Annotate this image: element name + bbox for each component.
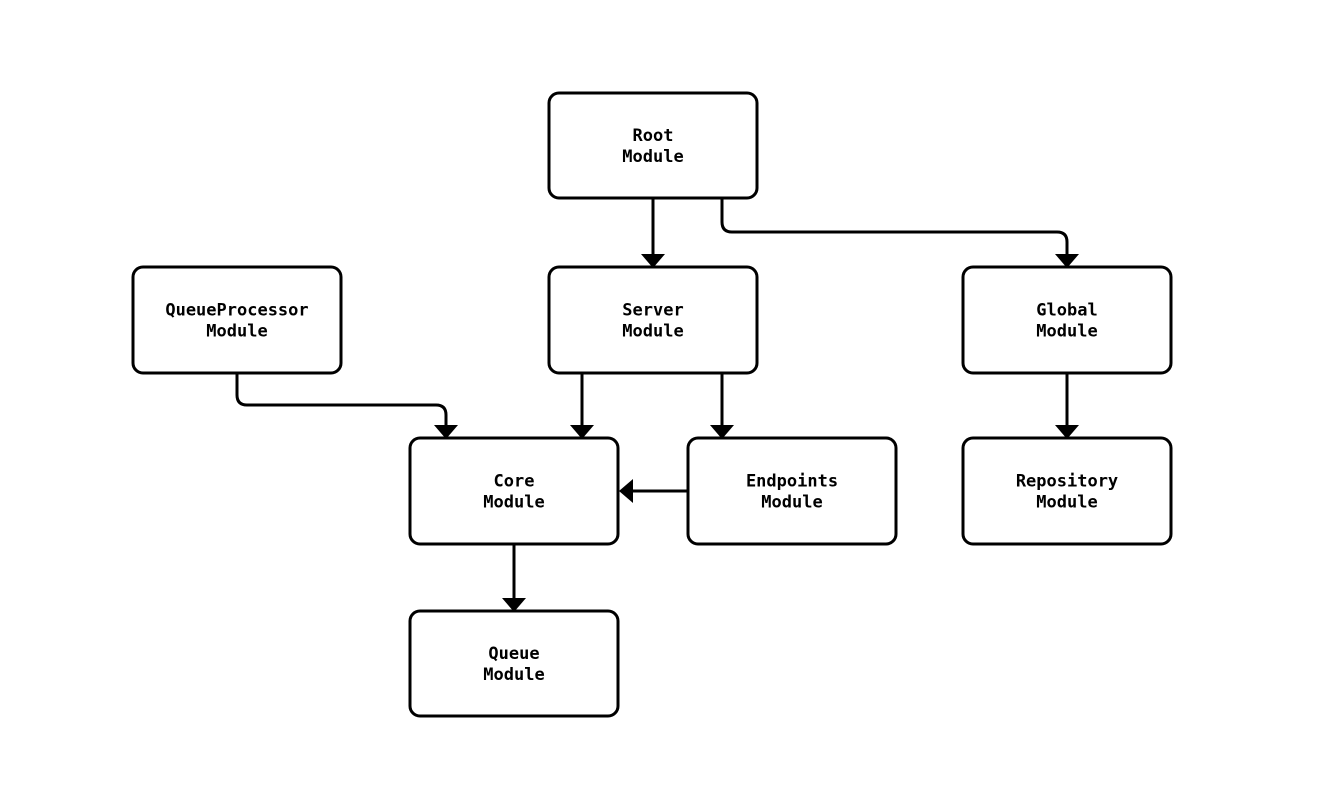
arrowhead-icon	[434, 425, 458, 439]
edge-line	[720, 198, 1069, 255]
arrowhead-icon	[1055, 425, 1079, 439]
edge-server-module-to-endpoints-module	[710, 373, 734, 439]
edge-root-module-to-server-module	[641, 198, 665, 268]
node-box	[961, 265, 1173, 375]
edge-line	[235, 373, 448, 426]
arrowhead-icon	[570, 425, 594, 439]
node-box	[131, 265, 343, 375]
node-box	[961, 436, 1173, 546]
node-box	[547, 91, 759, 200]
edge-core-module-to-queue-module	[502, 544, 526, 612]
edge-global-module-to-repository-module	[1055, 373, 1079, 439]
arrowhead-icon	[641, 254, 665, 268]
arrowhead-icon	[710, 425, 734, 439]
arrowhead-icon	[1055, 254, 1079, 268]
edge-queueprocessor-module-to-core-module	[235, 373, 458, 439]
node-box	[408, 609, 620, 718]
edge-server-module-to-core-module	[570, 373, 594, 439]
node-box	[408, 436, 620, 546]
arrowhead-icon	[619, 479, 633, 503]
edge-endpoints-module-to-core-module	[619, 479, 688, 503]
arrowhead-icon	[502, 598, 526, 612]
node-box	[547, 265, 759, 375]
edge-root-module-to-global-module	[720, 198, 1079, 268]
node-box	[686, 436, 898, 546]
